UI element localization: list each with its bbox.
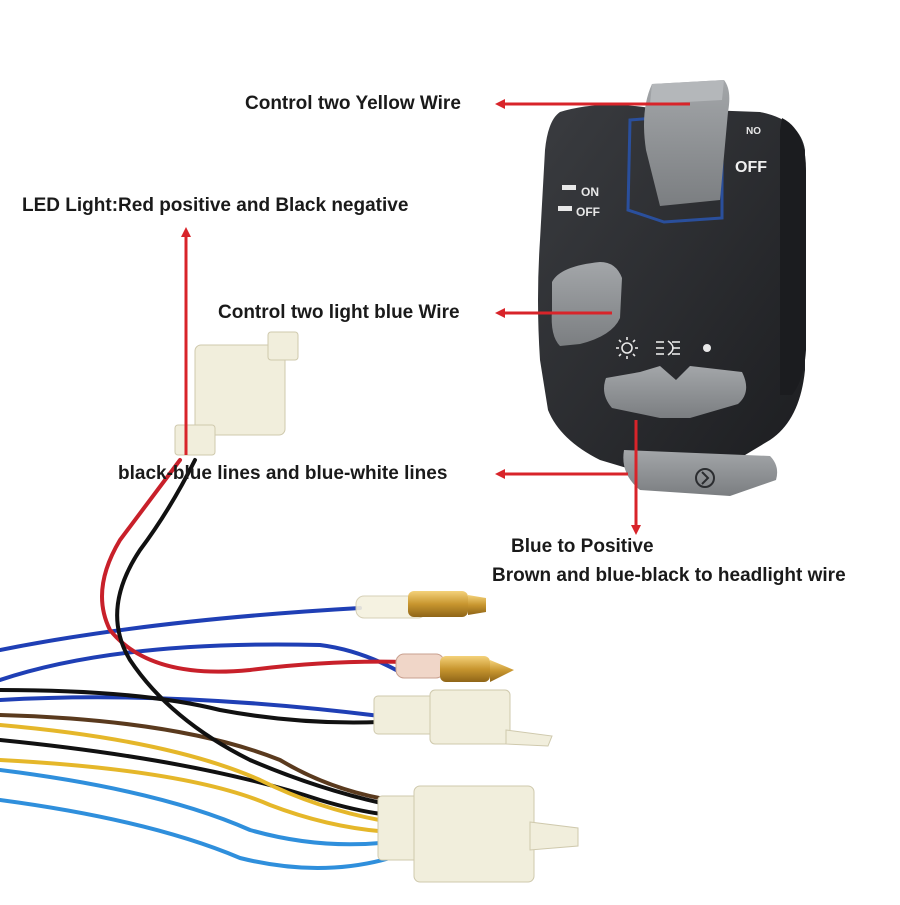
red-wire [100,458,407,674]
on-bar-icon [562,185,576,190]
label-led-light: LED Light:Red positive and Black negativ… [22,195,409,216]
light-switch-button[interactable] [551,262,622,346]
blue-wire-2 [0,642,402,682]
sun-icon [616,337,638,359]
black-wire-led [115,458,392,807]
brown-wire [0,713,392,802]
yellow-wire-1 [0,723,392,824]
black-wire-long [0,688,382,725]
annotation-arrows [181,99,690,535]
blue-wire-3 [0,695,382,718]
two-pin-connector [373,689,553,747]
horn-button[interactable] [623,450,778,496]
low-beam-icon [656,340,680,356]
label-light-blue-wire: Control two light blue Wire [218,302,460,323]
label-yellow-wire: Control two Yellow Wire [245,93,461,114]
off-dot-icon [703,344,711,352]
yellow-wire-2 [0,758,392,834]
main-power-switch[interactable] [644,80,730,206]
light-blue-wire-1 [0,768,392,847]
top-off-marking: OFF [735,159,767,176]
side-off-marking: OFF [576,205,600,219]
bullet-connector-2 [395,653,514,682]
wire-bundle [0,458,407,870]
horn-icon [695,468,715,488]
side-on-marking: ON [581,185,599,199]
top-on-marking: ON [746,124,761,135]
label-black-blue-lines: black-blue lines and blue-white lines [118,463,448,484]
bullet-connector-1 [355,591,486,619]
off-bar-icon [558,206,572,211]
handlebar-switch [538,80,806,496]
multi-pin-connector [377,785,579,883]
headlight-selector[interactable] [604,366,747,418]
led-connector [174,331,299,456]
blue-wire-1 [0,606,362,652]
label-blue-positive: Blue to Positive [511,536,654,557]
light-blue-wire-2 [0,798,392,870]
label-brown-headlight: Brown and blue-black to headlight wire [492,565,846,586]
